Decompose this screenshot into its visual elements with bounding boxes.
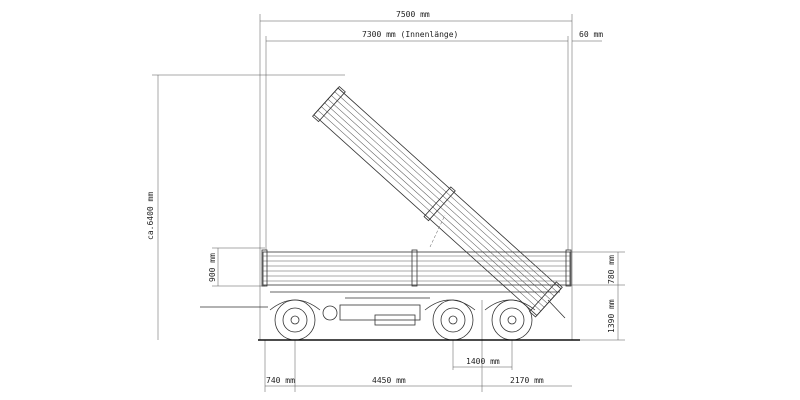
tipping-cylinder: [429, 214, 446, 248]
dim-60: 60 mm: [579, 30, 603, 39]
tipped-body: [312, 85, 563, 318]
dim-rear-overhang: 2170 mm: [510, 376, 544, 385]
dim-rear-side-height: 780 mm: [607, 255, 616, 284]
dim-overall-length: 7500 mm: [396, 10, 430, 19]
dim-side-height: 900 mm: [208, 253, 217, 282]
wheels: [274, 299, 533, 341]
dim-tipping-height: ca.6400 mm: [146, 192, 155, 240]
wheel-rear-1: [432, 299, 474, 341]
dim-axle-spacing: 1400 mm: [466, 357, 500, 366]
extension-lines: [152, 14, 625, 392]
dim-loading-height: 1390 mm: [607, 299, 616, 333]
wheel-front: [274, 299, 316, 341]
dim-front-offset: 740 mm: [266, 376, 295, 385]
wheel-rear-2: [491, 299, 533, 341]
dim-inner-length: 7300 mm (Innenlänge): [362, 30, 458, 39]
dim-wheelbase: 4450 mm: [372, 376, 406, 385]
dimension-lines: [157, 20, 619, 387]
trailer-body: [261, 249, 572, 287]
